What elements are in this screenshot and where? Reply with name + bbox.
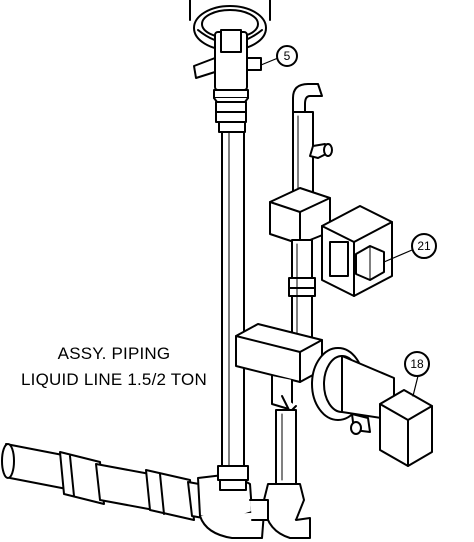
- title-line-1: ASSY. PIPING: [57, 344, 171, 363]
- bottom-horizontal-pipe: [1, 443, 215, 521]
- strainer-assembly: [311, 347, 433, 467]
- tee-body: [235, 323, 323, 413]
- callout-18: 18: [404, 351, 430, 397]
- main-vertical-tube: [221, 127, 245, 499]
- solenoid-valve: [269, 187, 393, 297]
- lower-right-tube: [263, 409, 311, 539]
- callout-5-label: 5: [284, 49, 291, 63]
- callout-21: 21: [383, 233, 437, 263]
- title-line-2: LIQUID LINE 1.5/2 TON: [21, 370, 207, 389]
- callout-5: 5: [260, 45, 298, 67]
- callout-21-label: 21: [417, 239, 431, 253]
- top-valve: [189, 0, 271, 133]
- callout-18-label: 18: [410, 357, 424, 371]
- bottom-elbow: [197, 465, 269, 539]
- middle-right-tube: [288, 239, 316, 351]
